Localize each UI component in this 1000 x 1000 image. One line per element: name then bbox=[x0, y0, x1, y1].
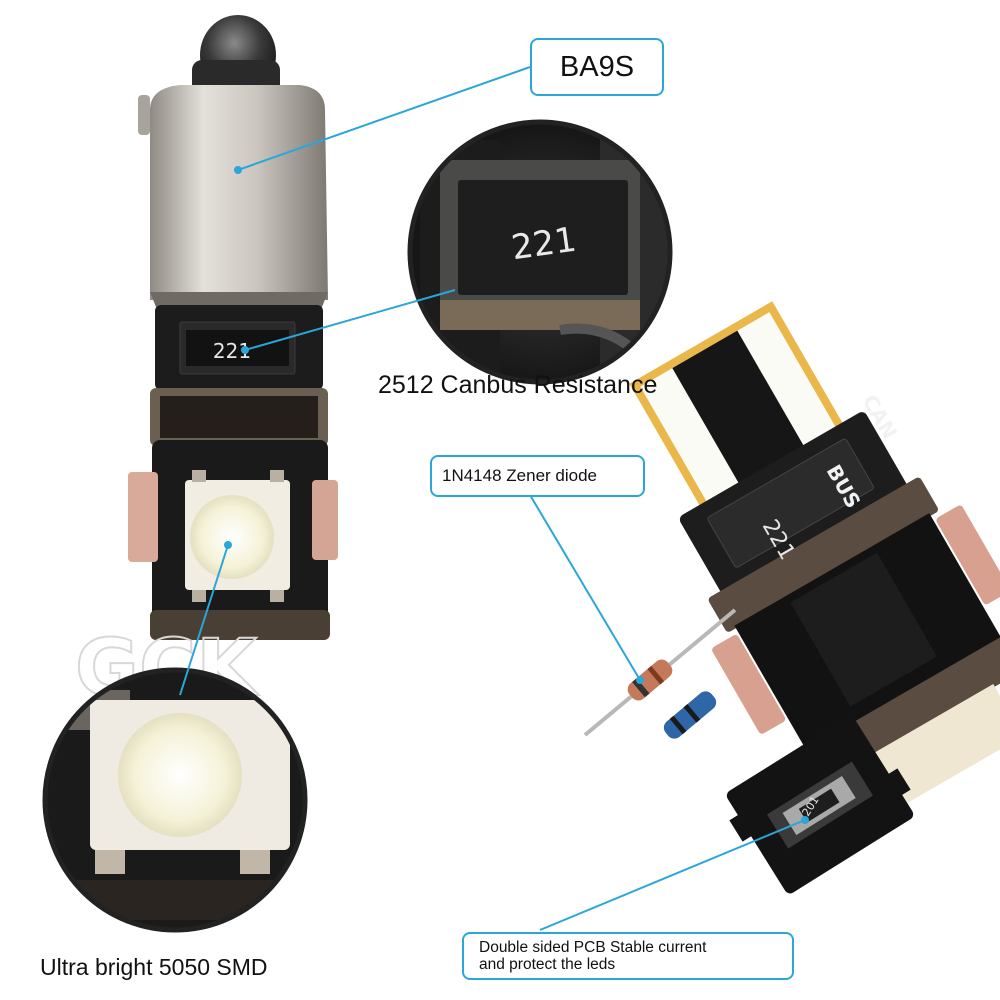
callout-ba9s-text: BA9S bbox=[559, 50, 635, 83]
callout-diode: 1N4148 Zener diode bbox=[430, 455, 645, 497]
leader-smd-dot bbox=[224, 541, 232, 549]
leader-resistance bbox=[244, 289, 456, 351]
leader-diode-dot bbox=[636, 676, 644, 684]
leader-ba9s bbox=[237, 66, 531, 171]
smd-zoom bbox=[42, 667, 308, 933]
leader-resistance-dot bbox=[241, 346, 249, 354]
callout-pcb-line1: Double sided PCB Stable current bbox=[479, 939, 707, 956]
leader-pcb-dot bbox=[801, 816, 809, 824]
callout-pcb-line2: and protect the leds bbox=[479, 956, 616, 973]
resistor-code-large: 221 bbox=[509, 220, 579, 269]
leader-pcb bbox=[539, 819, 806, 931]
leader-smd bbox=[179, 544, 229, 696]
callout-resistance: 2512 Canbus Resistance bbox=[378, 371, 658, 399]
ba9s-bulb bbox=[128, 15, 338, 640]
leader-ba9s-dot bbox=[234, 166, 242, 174]
leader-diode bbox=[529, 494, 641, 681]
double-sided-pcb bbox=[726, 716, 914, 894]
callout-diode-text: 1N4148 Zener diode bbox=[442, 466, 598, 485]
resistor-zoom: 221 bbox=[407, 119, 673, 385]
callout-pcb: Double sided PCB Stable current and prot… bbox=[462, 932, 794, 980]
callout-smd: Ultra bright 5050 SMD bbox=[40, 954, 268, 980]
leader-lines bbox=[179, 66, 809, 931]
callout-ba9s: BA9S bbox=[530, 38, 664, 96]
